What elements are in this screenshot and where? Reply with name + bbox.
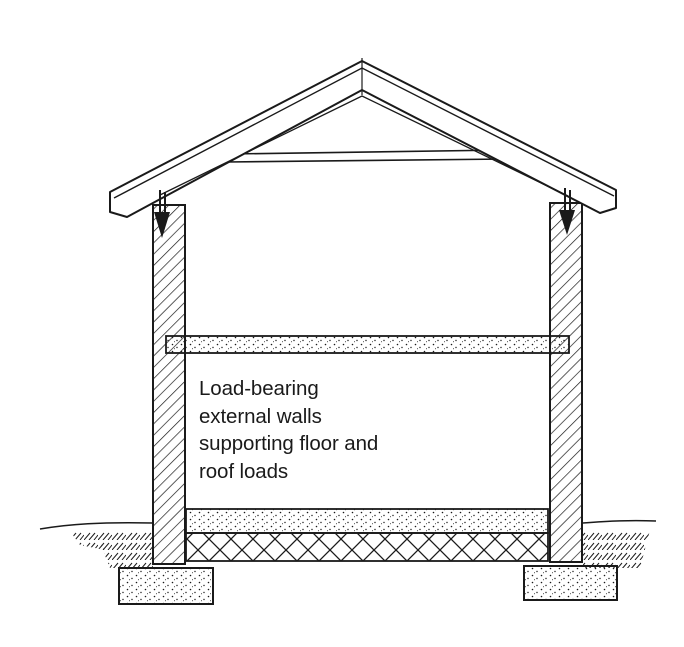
caption-line-1: Load-bearing [199,377,319,400]
right-load-arrow-icon [559,188,575,235]
left-external-wall [152,204,186,565]
ground [39,519,657,568]
left-load-arrow-icon [154,190,170,238]
caption-line-2: external walls [199,404,322,428]
left-foundation [118,567,214,605]
diagram-caption: Load-bearing external walls supporting f… [199,375,529,485]
caption-line-4: roof loads [199,459,289,483]
floor-screed-layer [185,508,549,534]
first-floor [165,335,570,354]
right-external-wall [549,202,583,563]
hardcore-layer [185,532,549,562]
right-foundation [523,565,618,601]
caption-line-3: supporting floor and [199,432,379,456]
ceiling-tie [225,149,509,163]
pitched-roof [109,58,617,218]
